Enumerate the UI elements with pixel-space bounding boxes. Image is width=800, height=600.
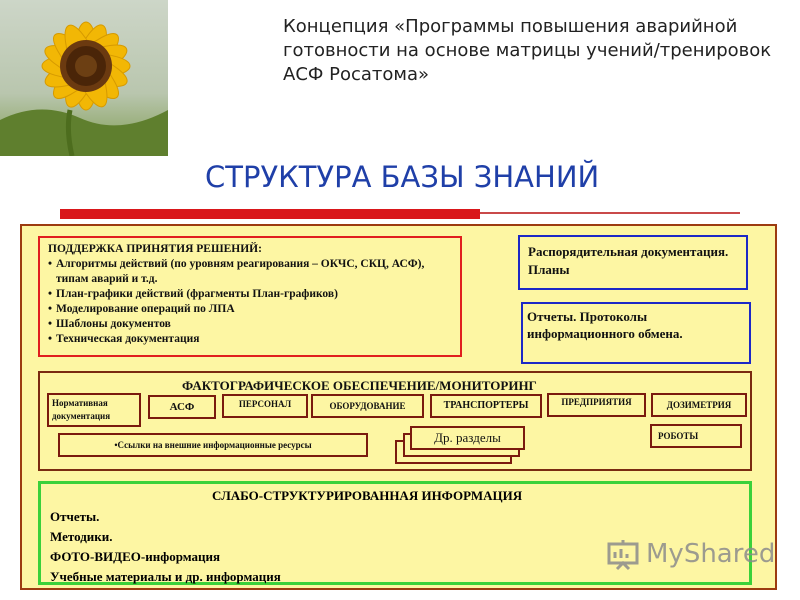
myshared-watermark: MyShared xyxy=(606,537,775,571)
list-item: •Алгоритмы действий (по уровням реагиров… xyxy=(48,258,425,285)
list-item: Отчеты. xyxy=(50,509,100,524)
external-links-chip: •Ссылки на внешние информационные ресурс… xyxy=(58,433,368,457)
list-item: •Шаблоны документов xyxy=(48,318,171,330)
presentation-title: Концепция «Программы повышения аварийной… xyxy=(283,16,772,85)
list-item: •План-графики действий (фрагменты План-г… xyxy=(48,288,338,300)
watermark-text: MyShared xyxy=(646,539,776,569)
reports-block: Отчеты. Протоколы информационного обмена… xyxy=(521,302,751,364)
admin-docs-block: Распорядительная документация. Планы xyxy=(518,235,748,290)
normative-docs-chip: Нормативная документация xyxy=(47,393,141,427)
asf-chip: АСФ xyxy=(148,395,216,419)
sunflower-photo xyxy=(0,0,168,156)
enterprises-chip: ПРЕДПРИЯТИЯ xyxy=(547,393,646,417)
robots-chip: РОБОТЫ xyxy=(650,424,742,448)
weakly-structured-block xyxy=(38,481,752,585)
section-title: СТРУКТУРА БАЗЫ ЗНАНИЙ xyxy=(205,160,600,194)
accent-line xyxy=(480,212,740,214)
factographic-title: ФАКТОГРАФИЧЕСКОЕ ОБЕСПЕЧЕНИЕ/МОНИТОРИНГ xyxy=(182,378,537,393)
other-sections-chip: Др. разделы xyxy=(410,426,525,450)
personnel-chip: ПЕРСОНАЛ xyxy=(222,394,308,418)
external-links-label: Ссылки на внешние информационные ресурсы xyxy=(117,440,312,450)
weakly-structured-title: СЛАБО-СТРУКТУРИРОВАННАЯ ИНФОРМАЦИЯ xyxy=(212,488,523,503)
list-item: ФОТО-ВИДЕО-информация xyxy=(50,549,221,564)
presentation-board-icon xyxy=(607,540,639,571)
weakly-structured-list: Отчеты. Методики. ФОТО-ВИДЕО-информация … xyxy=(50,507,281,587)
dosimetry-chip: ДОЗИМЕТРИЯ xyxy=(651,393,747,417)
knowledge-base-panel xyxy=(20,224,777,590)
decision-support-block: ПОДДЕРЖКА ПРИНЯТИЯ РЕШЕНИЙ: •Алгоритмы д… xyxy=(38,236,462,357)
list-item: Методики. xyxy=(50,529,113,544)
factographic-block xyxy=(38,371,752,471)
decision-support-title: ПОДДЕРЖКА ПРИНЯТИЯ РЕШЕНИЙ: xyxy=(48,243,262,255)
list-item: •Техническая документация xyxy=(48,333,200,345)
accent-bar xyxy=(60,209,480,219)
list-item: •Моделирование операций по ЛПА xyxy=(48,303,235,315)
equipment-chip: ОБОРУДОВАНИЕ xyxy=(311,394,424,418)
list-item: Учебные материалы и др. информация xyxy=(50,569,281,584)
transporters-chip: ТРАНСПОРТЕРЫ xyxy=(430,394,542,418)
